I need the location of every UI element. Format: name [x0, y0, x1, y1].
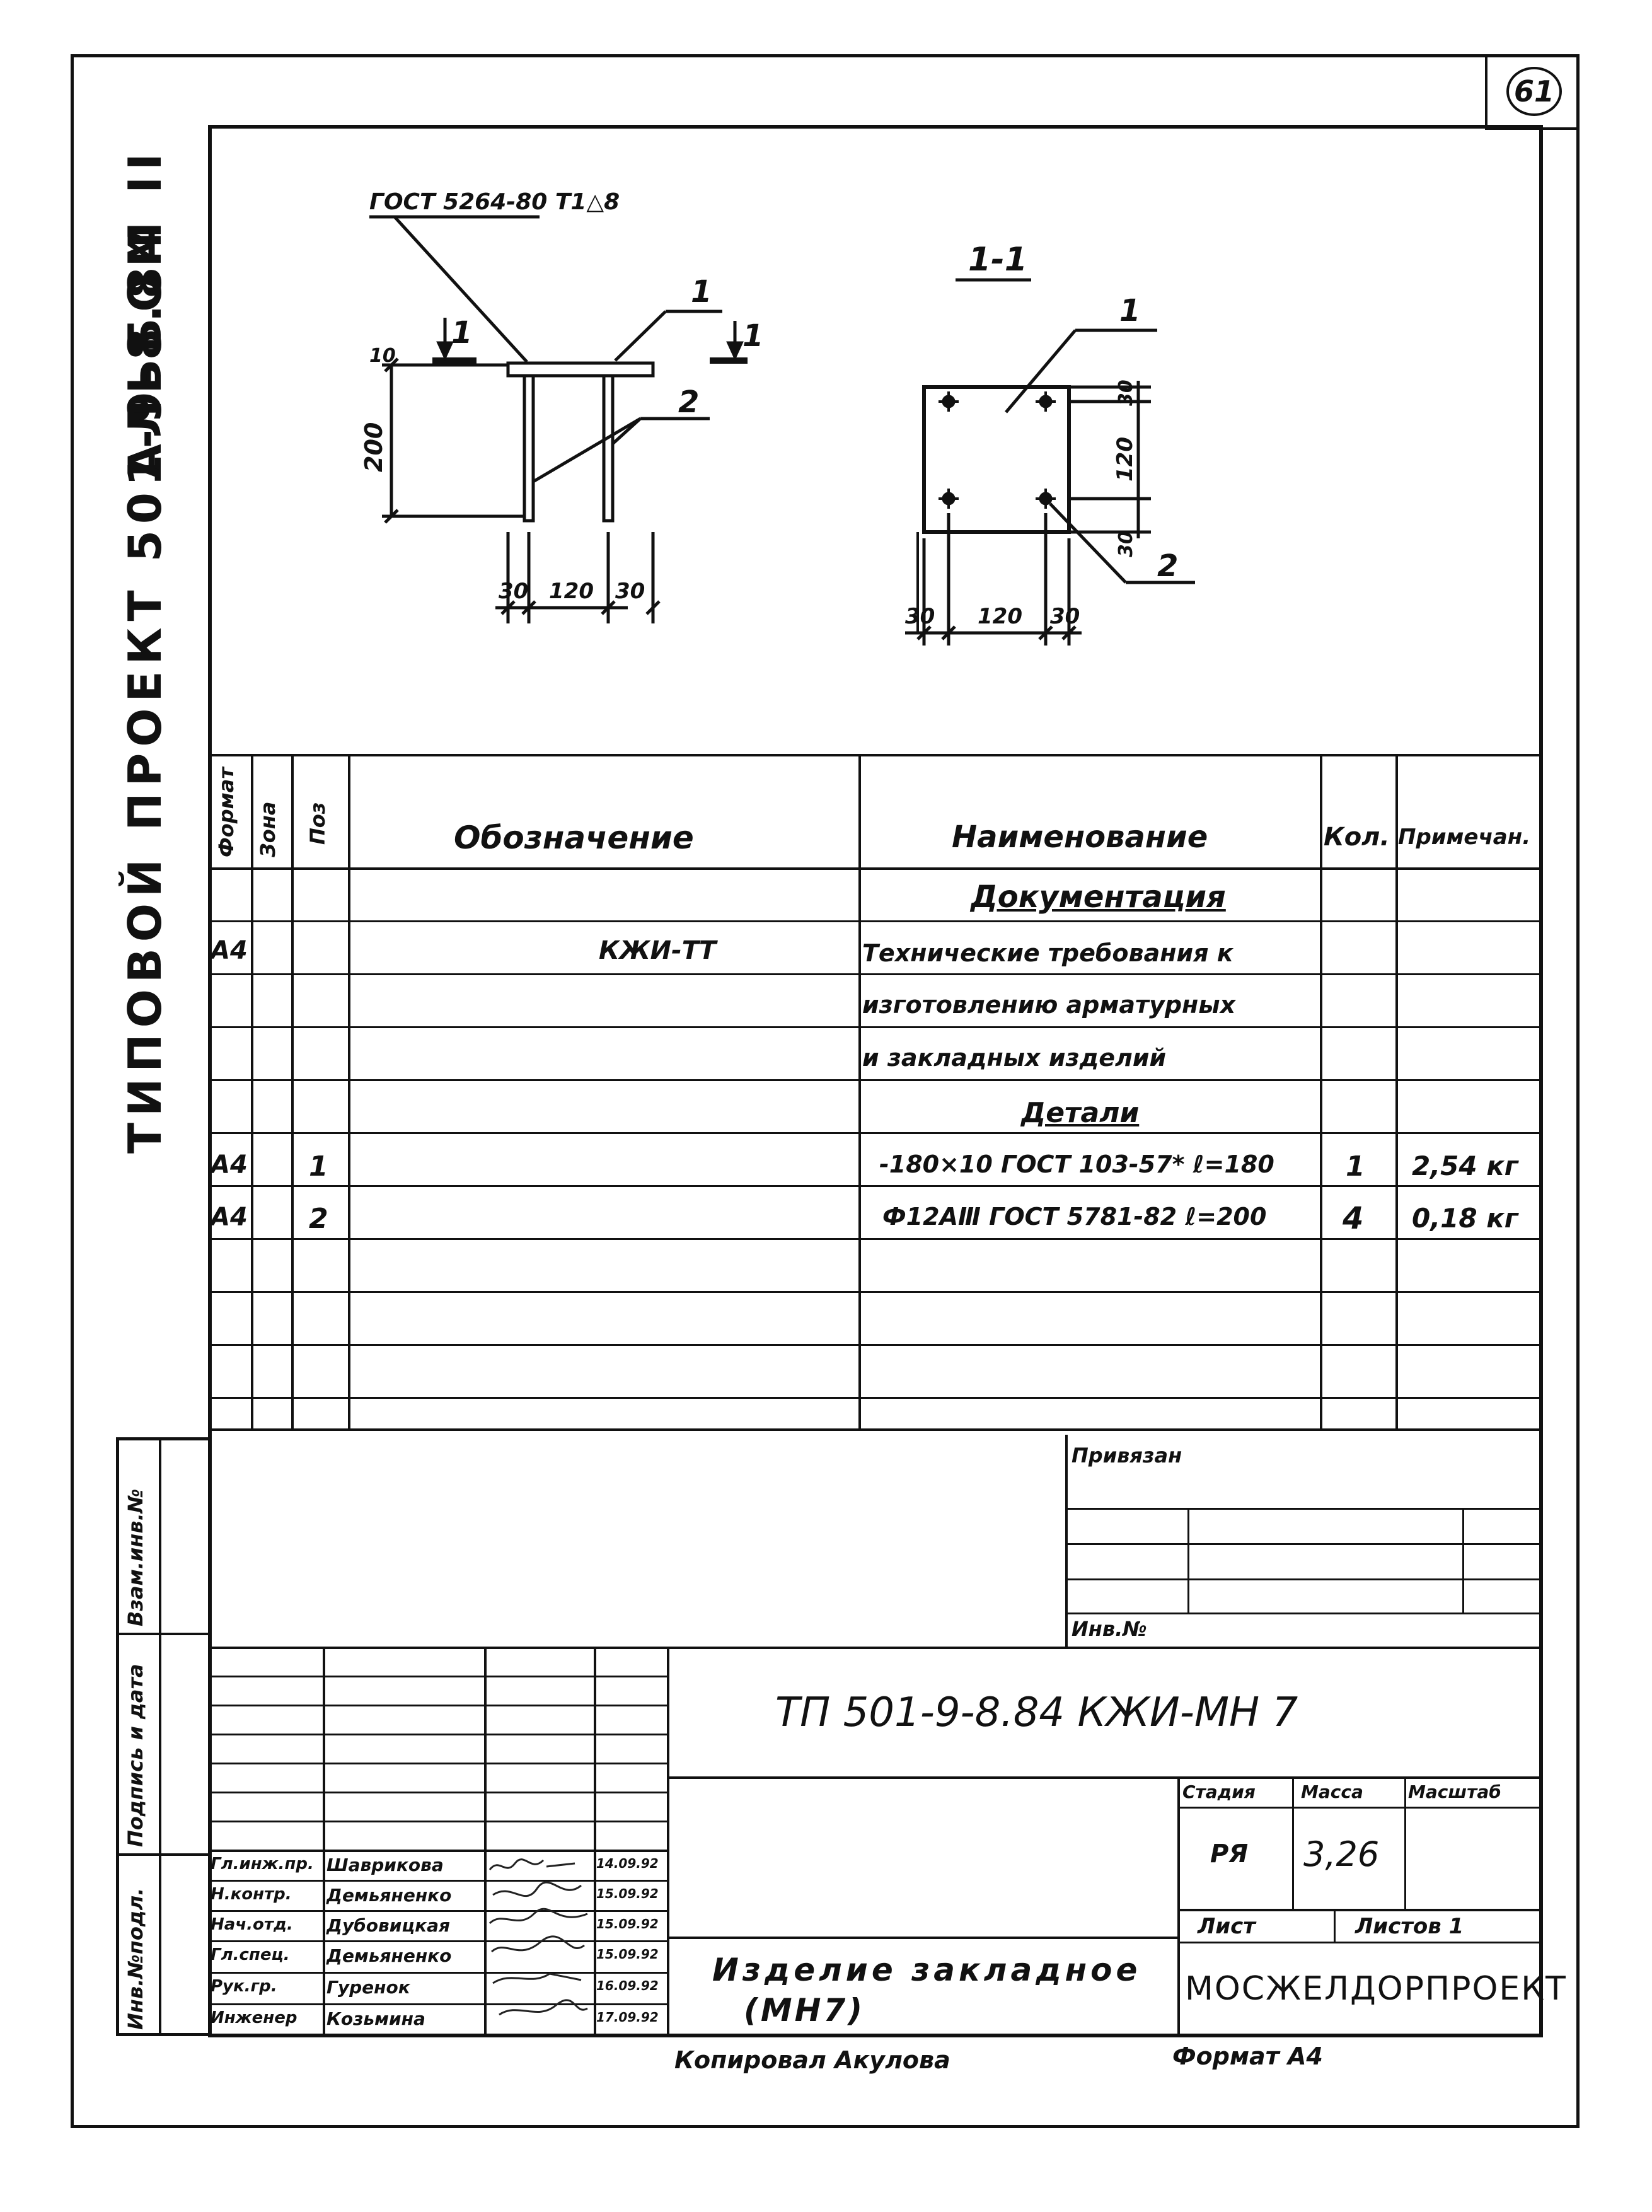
cut-mark-left: 1	[451, 315, 472, 350]
privyazan-label: Привязан	[1071, 1444, 1182, 1468]
person-1-role: Гл.инж.пр.	[211, 1855, 314, 1873]
organization: МОСЖЕЛДОРПРОЕКТ	[1185, 1970, 1567, 2008]
person-4-date: 15.09.92	[596, 1947, 659, 1962]
person-3-date: 15.09.92	[596, 1916, 659, 1931]
dim-height: 200	[360, 422, 388, 472]
person-2-date: 15.09.92	[596, 1886, 659, 1901]
section-label: 1-1	[968, 241, 1027, 279]
person-6-date: 17.09.92	[596, 2010, 659, 2025]
docs-row-designation: КЖИ-ТТ	[599, 936, 717, 965]
part-1-name: -180×10 ГОСТ 103-57* ℓ=180	[879, 1150, 1274, 1178]
title-line-1: Изделие закладное	[712, 1952, 1141, 1988]
header-pos: Поз	[306, 802, 330, 845]
position-2-label: 2	[678, 385, 699, 420]
person-6-name: Козьмина	[326, 2008, 425, 2029]
position-1-label: 1	[691, 274, 712, 310]
part-2-name: Ф12АⅢ ГОСТ 5781-82 ℓ=200	[882, 1203, 1267, 1230]
dim-30-left: 30	[499, 579, 528, 604]
header-name: Наименование	[952, 819, 1208, 855]
signatures	[488, 1858, 588, 2016]
section-documentation: Документация	[971, 879, 1226, 915]
section-vdim-120: 120	[1112, 437, 1138, 482]
header-zone: Зона	[256, 801, 280, 857]
header-note: Примечан.	[1398, 825, 1531, 850]
docs-row-name-line1: Технические требования к	[862, 939, 1233, 967]
part-1-qty: 1	[1346, 1150, 1365, 1183]
person-4-name: Демьяненко	[326, 1945, 452, 1966]
person-3-role: Нач.отд.	[211, 1915, 293, 1934]
person-2-role: Н.контр.	[211, 1885, 292, 1904]
section-dim-120: 120	[978, 604, 1022, 629]
title-line-2: (МН7)	[744, 1992, 865, 2029]
section-position-2-label: 2	[1157, 548, 1178, 584]
section-dim-30-right: 30	[1050, 604, 1080, 629]
left-strip-inv-orig: Инв.№подл.	[124, 1887, 147, 2030]
section-vdim-30-bottom: 30	[1115, 531, 1137, 557]
page-number: 61	[1506, 67, 1562, 116]
part-2-note: 0,18 кг	[1412, 1203, 1518, 1234]
sheets-label: Листов 1	[1355, 1914, 1464, 1939]
side-title-album: АЛЬБОМ II	[118, 147, 171, 479]
person-3-name: Дубовицкая	[326, 1915, 450, 1936]
sheet-label: Лист	[1198, 1914, 1256, 1939]
part-1-note: 2,54 кг	[1412, 1150, 1518, 1181]
header-format: Формат	[214, 767, 238, 857]
person-6-role: Инженер	[211, 2008, 297, 2027]
part-2-pos: 2	[309, 1203, 328, 1235]
section-position-1-label: 1	[1119, 293, 1140, 328]
inv-no-label: Инв.№	[1071, 1617, 1147, 1641]
header-qty: Кол.	[1324, 823, 1390, 852]
footer-format: Формат А4	[1172, 2042, 1323, 2070]
mass-value: 3,26	[1303, 1834, 1380, 1874]
left-strip-inv-dup: Взам.инв.№	[124, 1488, 147, 1626]
cut-mark-right: 1	[742, 318, 763, 354]
person-1-name: Шаврикова	[326, 1855, 444, 1875]
section-parts: Детали	[1021, 1097, 1140, 1129]
docs-row-name-line2: изготовлению арматурных	[862, 991, 1236, 1019]
person-5-name: Гуренок	[326, 1977, 410, 1998]
dim-plate-thickness: 10	[369, 345, 396, 367]
section-dim-30-left: 30	[905, 604, 935, 629]
part-2-format: А4	[211, 1203, 248, 1232]
dim-30-right: 30	[615, 579, 645, 604]
part-1-pos: 1	[309, 1150, 328, 1183]
scale-label: Масштаб	[1408, 1781, 1501, 1802]
left-strip-sign-date: Подпись и дата	[124, 1664, 147, 1847]
person-4-role: Гл.спец.	[211, 1945, 290, 1964]
header-designation: Обозначение	[454, 819, 694, 856]
drawing-area: ГОСТ 5264-80 Т1△8 1 1 1 2 10 200 30 120 …	[360, 189, 1195, 646]
stage-value: РЯ	[1210, 1839, 1249, 1868]
footer-copied: Копировал Акулова	[674, 2046, 950, 2074]
dim-120: 120	[549, 579, 594, 604]
docs-row-format: А4	[211, 936, 248, 965]
main-frame	[208, 125, 1543, 2037]
person-5-date: 16.09.92	[596, 1978, 659, 1993]
stage-label: Стадия	[1182, 1781, 1256, 1802]
mass-label: Масса	[1301, 1781, 1363, 1802]
person-1-date: 14.09.92	[596, 1856, 659, 1871]
person-5-role: Рук.гр.	[211, 1977, 277, 1996]
page-number-badge: 61	[1485, 54, 1580, 130]
sheet-border	[71, 54, 1580, 2128]
person-2-name: Демьяненко	[326, 1885, 452, 1906]
part-2-qty: 4	[1343, 1201, 1364, 1236]
weld-note: ГОСТ 5264-80 Т1△8	[369, 189, 620, 215]
stamp-code: ТП 501-9-8.84 КЖИ-МН 7	[775, 1689, 1298, 1736]
part-1-format: А4	[211, 1150, 248, 1179]
section-vdim-30-top: 30	[1115, 379, 1137, 406]
docs-row-name-line3: и закладных изделий	[862, 1044, 1167, 1072]
